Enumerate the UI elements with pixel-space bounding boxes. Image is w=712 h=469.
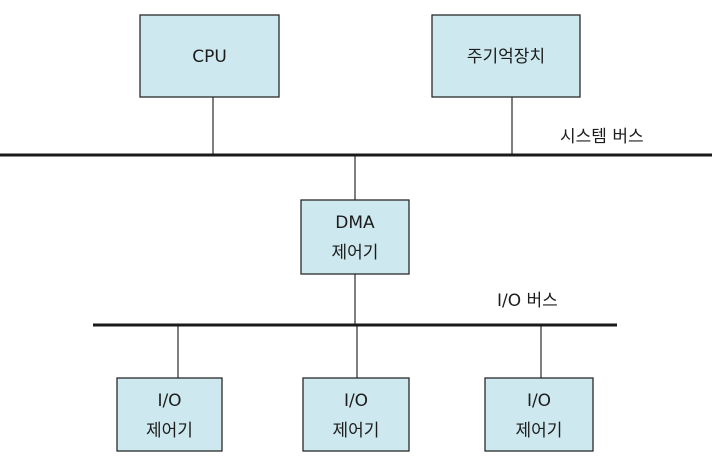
io-controller-2-label-line1: I/O (344, 391, 368, 411)
io-controller-1-label-line2: 제어기 (146, 421, 193, 441)
io-controller-3-label-line1: I/O (527, 391, 551, 411)
io-controller-2-label-line2: 제어기 (333, 421, 380, 441)
io-controller-3-box: I/O 제어기 (484, 377, 594, 452)
dma-controller-box: DMA 제어기 (300, 199, 410, 275)
dma-controller-label-line2: 제어기 (332, 243, 379, 263)
cpu-label: CPU (192, 47, 227, 67)
main-memory-label: 주기억장치 (467, 47, 545, 67)
system-bus-label: 시스템 버스 (560, 127, 644, 147)
io-controller-2-box: I/O 제어기 (302, 377, 410, 452)
io-controller-1-box: I/O 제어기 (116, 377, 223, 452)
io-controller-3-label-line2: 제어기 (516, 421, 563, 441)
cpu-box: CPU (139, 14, 280, 98)
dma-controller-label-line1: DMA (335, 213, 375, 233)
io-controller-1-label-line1: I/O (157, 391, 181, 411)
main-memory-box: 주기억장치 (431, 14, 581, 98)
io-bus-label: I/O 버스 (497, 291, 558, 311)
